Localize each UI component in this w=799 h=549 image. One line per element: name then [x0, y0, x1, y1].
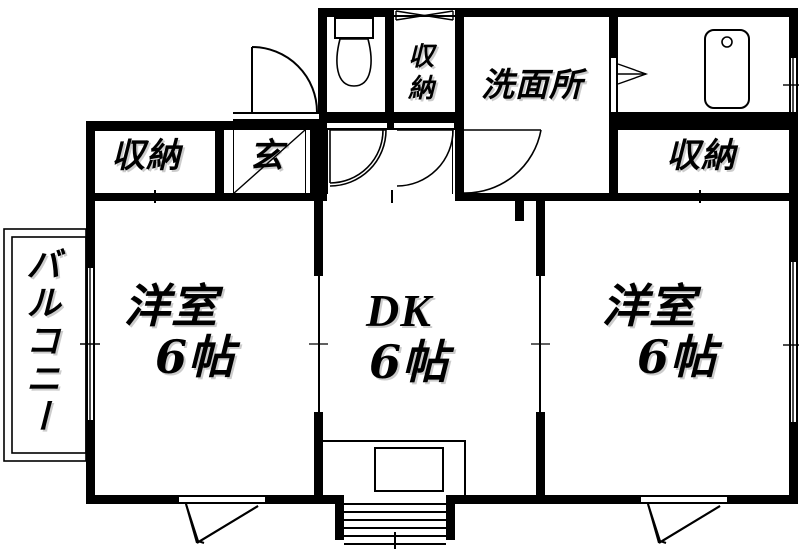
sill-line-upper-left: [95, 196, 315, 198]
wall-left-dk-top: [314, 201, 323, 276]
wall-right-dk-bot: [536, 412, 545, 496]
bath-folding-door-icon: [617, 63, 649, 85]
wall-closet-genkan: [215, 121, 224, 201]
wall-hall-top-right: [455, 121, 464, 193]
kitchen-counter-outline-right: [464, 440, 466, 496]
room-label-genkan: 玄: [249, 136, 284, 176]
wall-closetr-top: [609, 121, 798, 130]
entrance-door-opening[interactable]: [233, 112, 319, 121]
room-label-closet-right: 収納: [666, 136, 736, 176]
wall-genkan-top: [224, 121, 327, 130]
closet-center-sliding-door[interactable]: [394, 8, 455, 17]
wall-genkan-step: [318, 121, 327, 201]
left-room-south-window-swing-icon: [185, 503, 259, 544]
wall-top-right-bath: [618, 8, 798, 17]
wall-upper-left-top: [86, 121, 224, 130]
wall-closetr-right: [789, 121, 798, 201]
wall-mid-center: [455, 193, 618, 201]
room-label-closet-center-line2: 納: [408, 74, 436, 104]
hall-door-swing-right-icon: [396, 129, 454, 187]
room-label-right-name: 洋室: [602, 279, 696, 333]
hall-door-opening-right[interactable]: [394, 121, 454, 130]
wall-genkan-right: [310, 121, 319, 201]
wall-stair-left: [335, 495, 344, 540]
wall-under-bath: [609, 112, 798, 121]
genkan-edge-right: [305, 130, 306, 194]
room-label-closet-left: 収納: [111, 136, 181, 176]
sliding-line-left-dk[interactable]: [318, 276, 320, 412]
hall-door-opening-left[interactable]: [327, 121, 387, 130]
room-label-left-name: 洋室: [124, 279, 218, 333]
room-label-dk-area: 6帖: [369, 335, 450, 389]
hall-line-left: [327, 130, 328, 194]
wall-top-left-entry: [318, 8, 618, 17]
wall-outer-bottom-right: [455, 495, 798, 504]
room-label-right-area: 6帖: [637, 330, 718, 384]
wall-stair-right: [446, 495, 455, 540]
wall-right-dk-top: [536, 201, 545, 276]
wall-closetc-right: [455, 8, 464, 120]
room-label-senmenjo: 洗面所: [481, 65, 583, 104]
kitchen-counter-outline-top: [318, 440, 466, 442]
room-label-left-area: 6帖: [155, 330, 236, 384]
wall-hall-top: [318, 121, 464, 130]
wall-toilet-left: [318, 8, 327, 120]
kitchen-sink-icon: [374, 447, 444, 492]
wall-under-toilet: [318, 112, 464, 121]
sill-line-upper-right: [618, 196, 790, 198]
hall-line-right: [452, 130, 453, 194]
bathtub-icon: [704, 29, 750, 109]
hall-door-swing-left-icon: [329, 129, 387, 187]
wall-left-dk-bot: [314, 412, 323, 496]
room-label-closet-center-line1: 収: [408, 42, 436, 72]
toilet-door-swing-icon: [329, 129, 384, 184]
room-label-balcony: バルコニー: [19, 246, 61, 436]
balcony-sliding-door[interactable]: [86, 268, 95, 420]
toilet-bowl-icon: [336, 38, 372, 87]
left-room-south-window[interactable]: [179, 495, 265, 504]
wall-toilet-right: [385, 8, 394, 120]
wall-closetr-left: [609, 121, 618, 201]
sliding-line-right-dk[interactable]: [539, 276, 541, 412]
genkan-edge-left: [233, 130, 234, 194]
toilet-tank-icon: [334, 17, 374, 39]
right-room-south-window[interactable]: [641, 495, 727, 504]
closet-left-inner-line: [95, 130, 215, 131]
wall-left-upper-outer: [86, 121, 95, 201]
bath-window[interactable]: [789, 58, 798, 112]
room-label-dk-name: DK: [366, 285, 432, 336]
wall-hall-dk-stub: [515, 193, 524, 221]
right-room-window[interactable]: [789, 262, 798, 422]
senmenjo-door-swing-icon: [463, 129, 542, 194]
stairs-icon: [344, 503, 446, 549]
right-room-south-window-swing-icon: [647, 503, 721, 544]
bath-door-opening[interactable]: [609, 58, 618, 112]
entrance-door-swing-icon: [251, 46, 318, 113]
